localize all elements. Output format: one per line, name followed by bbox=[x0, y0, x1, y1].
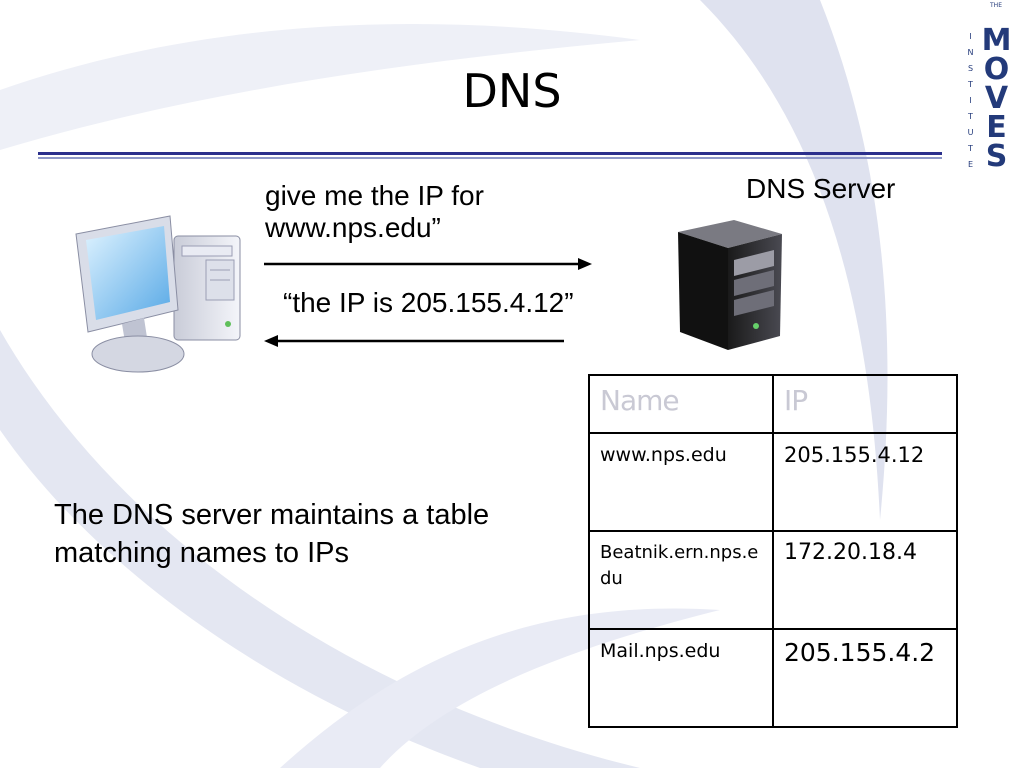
row-name: www.nps.edu bbox=[588, 432, 774, 532]
column-header-name: Name bbox=[588, 374, 774, 434]
request-text: give me the IP for www.nps.edu” bbox=[265, 180, 484, 243]
table-row: Mail.nps.edu 205.155.4.2 bbox=[588, 628, 958, 728]
title-rule-accent bbox=[38, 157, 942, 159]
table-row: www.nps.edu 205.155.4.12 bbox=[588, 432, 958, 532]
table-header-row: Name IP bbox=[588, 374, 958, 434]
request-arrow bbox=[264, 258, 592, 270]
response-text: “the IP is 205.155.4.12” bbox=[283, 287, 574, 318]
row-ip: 205.155.4.12 bbox=[772, 432, 958, 532]
slide-title: DNS bbox=[462, 64, 562, 118]
dns-table: Name IP www.nps.edu 205.155.4.12 Beatnik… bbox=[588, 374, 958, 728]
dns-server-label: DNS Server bbox=[746, 173, 896, 204]
logo-sub-text: INSTITUTE bbox=[966, 32, 975, 176]
desktop-computer-icon bbox=[75, 215, 241, 373]
logo-word-text: MOVES bbox=[979, 22, 1014, 168]
logo-the-text: THE bbox=[990, 2, 1002, 9]
title-rule bbox=[38, 152, 942, 155]
request-response-arrows bbox=[264, 258, 592, 347]
slide-caption: The DNS server maintains a table matchin… bbox=[54, 499, 490, 569]
row-ip: 172.20.18.4 bbox=[772, 530, 958, 630]
row-ip: 205.155.4.2 bbox=[772, 628, 958, 728]
row-name: Beatnik.ern.nps.edu bbox=[588, 530, 774, 630]
row-name: Mail.nps.edu bbox=[588, 628, 774, 728]
server-tower-icon bbox=[678, 220, 782, 350]
table-row: Beatnik.ern.nps.edu 172.20.18.4 bbox=[588, 530, 958, 630]
response-arrow bbox=[264, 335, 564, 347]
column-header-ip: IP bbox=[772, 374, 958, 434]
